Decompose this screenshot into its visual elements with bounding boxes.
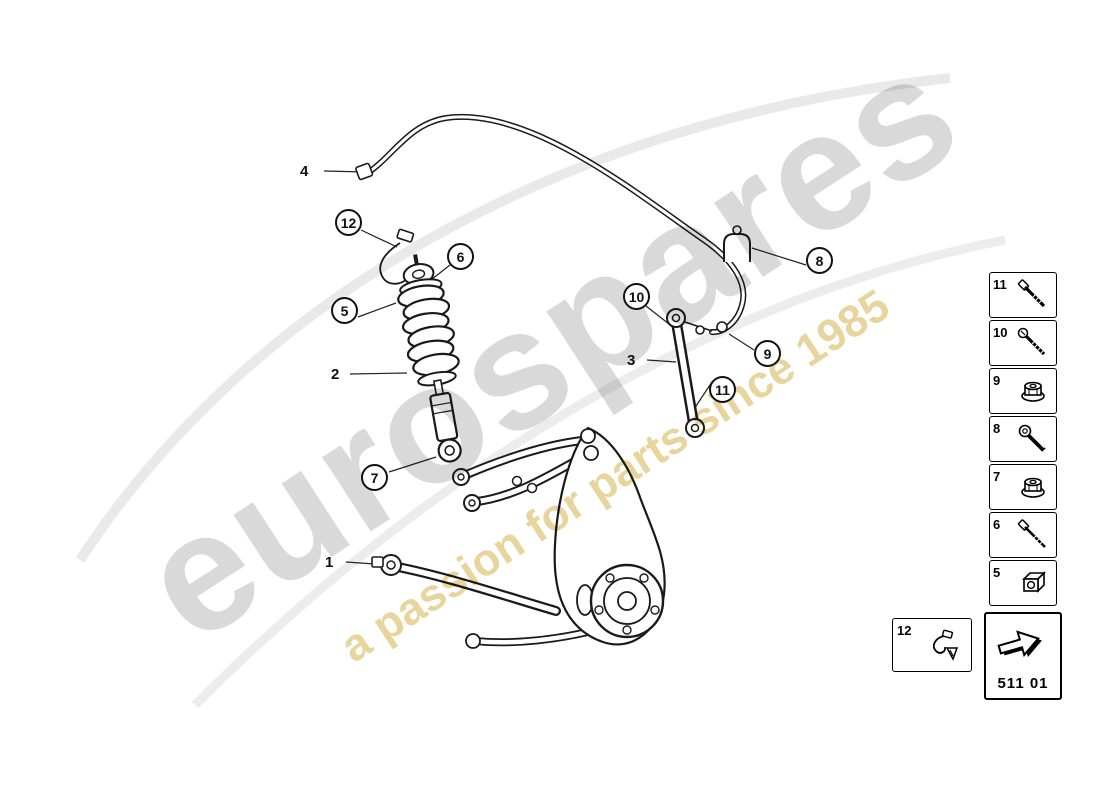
callout-9[interactable]: 9 xyxy=(754,340,781,367)
legend-item-9[interactable]: 9 xyxy=(989,368,1057,414)
callout-7[interactable]: 7 xyxy=(361,464,388,491)
callout-8[interactable]: 8 xyxy=(806,247,833,274)
callout-6[interactable]: 6 xyxy=(447,243,474,270)
callout-4[interactable]: 4 xyxy=(300,163,309,180)
long-bolt-icon xyxy=(1013,518,1053,552)
callout-3[interactable]: 3 xyxy=(627,352,636,369)
callout-12[interactable]: 12 xyxy=(335,209,362,236)
long-bolt-icon xyxy=(1013,278,1053,312)
flange-nut-icon xyxy=(1013,374,1053,408)
coupling-rod xyxy=(666,308,705,438)
legend-number: 11 xyxy=(993,277,1007,292)
long-screw-icon xyxy=(1013,326,1053,360)
wheel-hub xyxy=(553,426,666,646)
torx-bolt-icon xyxy=(1013,422,1053,456)
sensor-cable-icon xyxy=(919,628,967,662)
legend-number: 8 xyxy=(993,421,1001,436)
flange-nut-icon xyxy=(1013,470,1053,504)
diagram-code: 511 01 xyxy=(997,675,1049,692)
callout-10[interactable]: 10 xyxy=(623,283,650,310)
legend-number: 7 xyxy=(993,469,1001,484)
legend-number: 5 xyxy=(993,565,1001,580)
fastener-legend: 11 10 9 8 7 xyxy=(989,272,1057,608)
shock-absorber xyxy=(397,254,462,463)
callout-5[interactable]: 5 xyxy=(331,297,358,324)
callout-11[interactable]: 11 xyxy=(709,376,736,403)
square-nut-icon xyxy=(1013,566,1053,600)
legend-number: 12 xyxy=(897,623,912,638)
legend-item-12[interactable]: 12 xyxy=(892,618,972,672)
legend-number: 6 xyxy=(993,517,1001,532)
legend-item-10[interactable]: 10 xyxy=(989,320,1057,366)
legend-number: 10 xyxy=(993,325,1008,340)
diagram-code-box[interactable]: 511 01 xyxy=(984,612,1062,700)
legend-item-8[interactable]: 8 xyxy=(989,416,1057,462)
callout-1[interactable]: 1 xyxy=(325,554,334,571)
legend-item-11[interactable]: 11 xyxy=(989,272,1057,318)
callout-2[interactable]: 2 xyxy=(331,366,340,383)
legend-item-7[interactable]: 7 xyxy=(989,464,1057,510)
stabilizer-bar xyxy=(355,113,751,336)
arrow-icon xyxy=(993,620,1053,669)
legend-item-5[interactable]: 5 xyxy=(989,560,1057,606)
legend-item-6[interactable]: 6 xyxy=(989,512,1057,558)
legend-number: 9 xyxy=(993,373,1001,388)
